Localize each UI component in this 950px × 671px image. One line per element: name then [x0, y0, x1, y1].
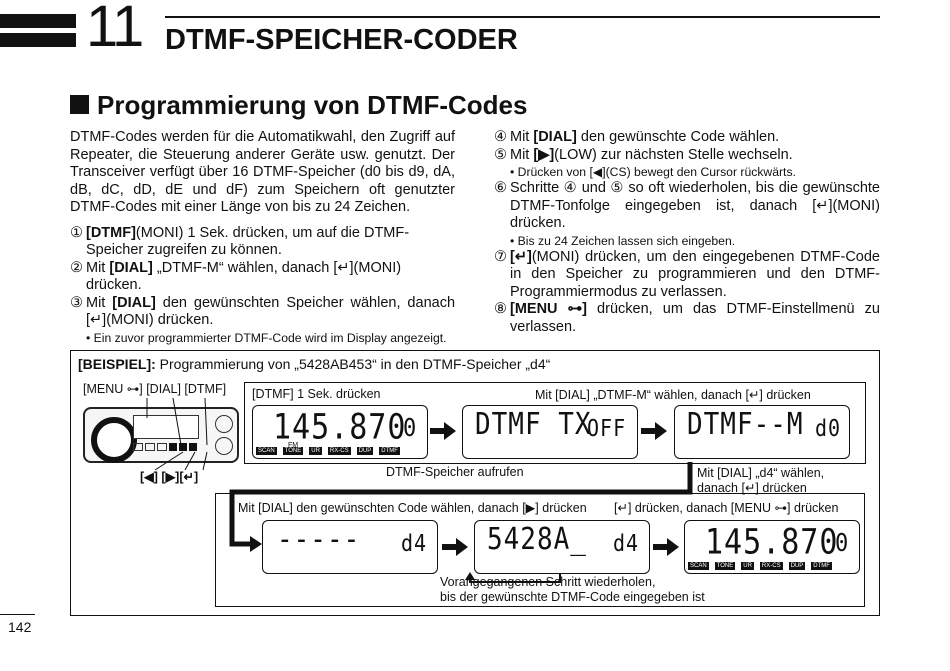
label-dial-d4: Mit [DIAL] „d4“ wählen, danach [↵] drück…: [697, 466, 825, 495]
section-title: Programmierung von DTMF-Codes: [70, 90, 527, 121]
label-repeat: Vorangegangenen Schritt wiederholen, bis…: [440, 575, 705, 604]
chapter-number: 11: [86, 0, 144, 59]
radio-callout-lines: [146, 397, 208, 471]
radio-keys-top-label: [MENU ⊶] [DIAL] [DTMF]: [83, 382, 227, 396]
radio-display: [133, 415, 199, 439]
intro-paragraph: DTMF-Codes werden für die Automatikwahl,…: [70, 129, 455, 215]
arrow-right-icon: [641, 422, 667, 440]
arrow-right-icon: [442, 538, 468, 556]
label-dtmf-press: [DTMF] 1 Sek. drücken: [252, 387, 381, 401]
repeat-loop-arrow: [465, 572, 561, 583]
label-dial-dtmfm: Mit [DIAL] „DTMF-M“ wählen, danach [↵] d…: [535, 388, 811, 402]
radio-keypad: [133, 443, 197, 451]
step-7: ⑦[↵](MONI) drücken, um den eingegebenen …: [494, 248, 880, 300]
lcd-display-3: DTMF--M d0: [674, 405, 850, 459]
label-dial-code: Mit [DIAL] den gewünschten Code wählen, …: [238, 501, 587, 515]
label-recall: DTMF-Speicher aufrufen: [386, 465, 524, 479]
dial-knob-icon: [91, 417, 137, 463]
section-square-icon: [70, 95, 89, 114]
step-8: ⑧[MENU ⊶] drücken, um das DTMF-Einstellm…: [494, 301, 880, 335]
chapter-title: DTMF-SPEICHER-CODER: [165, 24, 518, 56]
step-6-note: • Bis zu 24 Zeichen lassen sich eingeben…: [510, 233, 736, 248]
header-rule: [165, 16, 880, 18]
arrow-right-icon: [430, 422, 456, 440]
step-3-note: • Ein zuvor programmierter DTMF-Code wir…: [86, 330, 447, 345]
step-5-note: • Drücken von [◀](CS) bewegt den Cursor …: [510, 165, 796, 179]
arrow-right-icon: [653, 538, 679, 556]
chapter-bar: [0, 33, 76, 47]
example-box: [70, 350, 880, 616]
example-bottom-frame: [215, 493, 865, 607]
radio-illustration: [83, 407, 239, 463]
connector-arrow: [229, 462, 693, 552]
left-column: DTMF-Codes werden für die Automatikwahl,…: [70, 129, 455, 346]
label-enter-menu: [↵] drücken, danach [MENU ⊶] drücken: [614, 501, 839, 515]
lcd-display-5: 5428A_ d4: [474, 520, 650, 574]
footer-rule: [0, 614, 35, 615]
example-title: [BEISPIEL]: Programmierung von „5428AB45…: [78, 356, 551, 372]
lcd-display-2: DTMF TX OFF: [462, 405, 638, 459]
step-1: ①[DTMF](MONI) 1 Sek. drücken, um auf die…: [70, 224, 410, 259]
radio-keys-bottom-label: [◀] [▶][↵]: [140, 470, 199, 484]
page-number: 142: [8, 619, 32, 635]
chapter-bar: [0, 14, 76, 28]
example-top-frame: [244, 382, 866, 464]
lcd-display-4: ----- d4: [262, 520, 438, 574]
